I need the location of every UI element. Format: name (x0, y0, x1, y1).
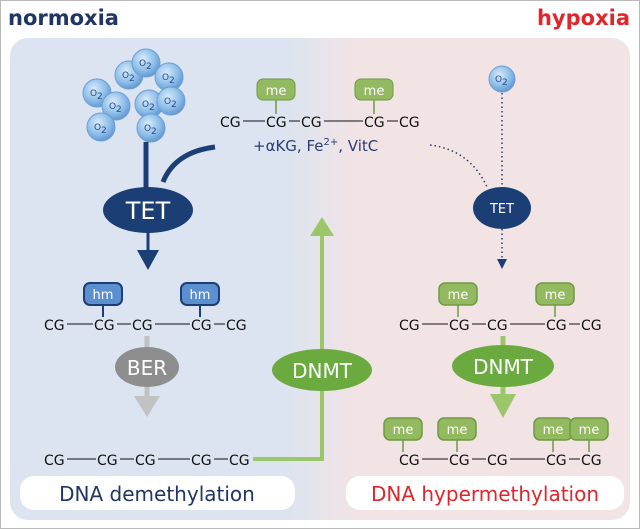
tet-enzyme-left (103, 187, 193, 233)
unmodified-cg-chain: CG CG CG CG CG (44, 453, 250, 469)
svg-text:CG: CG (226, 318, 247, 334)
svg-text:CG: CG (487, 453, 508, 469)
ber-label: BER (127, 356, 167, 380)
top-cg-chain: me me CG CG CG CG CG (220, 78, 420, 131)
dnmt-enzyme-center (272, 349, 372, 391)
svg-text:CG: CG (191, 318, 212, 334)
cofactor-curve (160, 144, 216, 184)
svg-text:CG: CG (364, 115, 385, 131)
svg-text:me: me (266, 84, 287, 99)
svg-text:O: O (162, 73, 169, 83)
svg-text:CG: CG (581, 318, 602, 334)
demethylation-label-box (20, 476, 295, 510)
cofactor-dotted-curve (429, 144, 488, 188)
svg-text:CG: CG (44, 453, 65, 469)
svg-text:CG: CG (487, 318, 508, 334)
svg-text:O: O (122, 71, 129, 81)
svg-text:CG: CG (44, 318, 65, 334)
svg-text:O: O (495, 75, 502, 85)
hypermethylation-label: DNA hypermethylation (371, 482, 599, 506)
svg-text:CG: CG (449, 453, 470, 469)
dnmt-enzyme-right (452, 345, 554, 387)
svg-text:O: O (142, 100, 149, 110)
tet-enzyme-right (473, 187, 531, 229)
svg-text:2: 2 (97, 92, 103, 102)
dnmt-return-arrow-head (310, 217, 334, 236)
dnmt-right-arrow-head (490, 394, 516, 418)
svg-text:2: 2 (129, 74, 135, 84)
svg-text:CG: CG (229, 453, 250, 469)
normoxia-title: normoxia (8, 6, 119, 30)
svg-text:2: 2 (171, 100, 177, 110)
hypermethylation-label-box (346, 476, 624, 510)
demethylation-label: DNA demethylation (59, 482, 255, 506)
svg-text:me: me (545, 288, 566, 303)
svg-text:2: 2 (101, 126, 107, 136)
svg-text:CG: CG (399, 318, 420, 334)
svg-text:O: O (94, 123, 101, 133)
dnmt-center-label: DNMT (292, 359, 353, 383)
svg-text:me: me (393, 423, 414, 438)
svg-text:O: O (144, 124, 151, 134)
svg-text:hm: hm (93, 288, 114, 303)
hypoxia-title: hypoxia (536, 6, 630, 30)
dnmt-right-label: DNMT (473, 355, 534, 379)
svg-text:2: 2 (116, 105, 122, 115)
svg-text:CG: CG (581, 453, 602, 469)
tet-right-arrow-head (497, 259, 507, 269)
svg-text:2: 2 (151, 127, 157, 137)
svg-text:CG: CG (301, 115, 322, 131)
svg-text:O: O (139, 59, 146, 69)
svg-text:2: 2 (502, 78, 508, 88)
svg-text:O: O (164, 97, 171, 107)
svg-text:CG: CG (135, 453, 156, 469)
svg-text:CG: CG (546, 453, 567, 469)
svg-text:CG: CG (132, 318, 153, 334)
svg-text:CG: CG (399, 453, 420, 469)
svg-text:me: me (543, 423, 564, 438)
svg-text:CG: CG (266, 115, 287, 131)
ber-enzyme (115, 347, 179, 387)
svg-text:me: me (364, 84, 385, 99)
svg-text:CG: CG (97, 453, 118, 469)
svg-text:CG: CG (94, 318, 115, 334)
svg-text:CG: CG (449, 318, 470, 334)
svg-text:CG: CG (546, 318, 567, 334)
svg-text:CG: CG (220, 115, 241, 131)
svg-text:O: O (90, 89, 97, 99)
dnmt-return-arrow-shaft (253, 235, 324, 461)
ber-arrow-head (134, 396, 160, 417)
svg-text:me: me (448, 288, 469, 303)
svg-text:O: O (109, 102, 116, 112)
svg-text:2: 2 (169, 76, 175, 86)
svg-text:me: me (447, 423, 468, 438)
hm-cg-chain: hm hm CG CG CG CG CG (44, 282, 247, 334)
svg-text:me: me (579, 423, 600, 438)
svg-text:hm: hm (190, 288, 211, 303)
svg-text:2: 2 (149, 103, 155, 113)
tet-right-label: TET (489, 202, 514, 217)
tet-left-label: TET (125, 197, 171, 225)
svg-text:CG: CG (399, 115, 420, 131)
svg-text:2: 2 (146, 62, 152, 72)
hypermethylated-cg-chain: me me me me CG CG CG CG CG (383, 417, 609, 469)
right-me-cg-chain: me me CG CG CG CG CG (399, 282, 602, 334)
cofactors-label: +αKG, Fe2+, VitC (253, 137, 378, 155)
svg-text:CG: CG (191, 453, 212, 469)
tet-arrow-head (137, 250, 159, 270)
